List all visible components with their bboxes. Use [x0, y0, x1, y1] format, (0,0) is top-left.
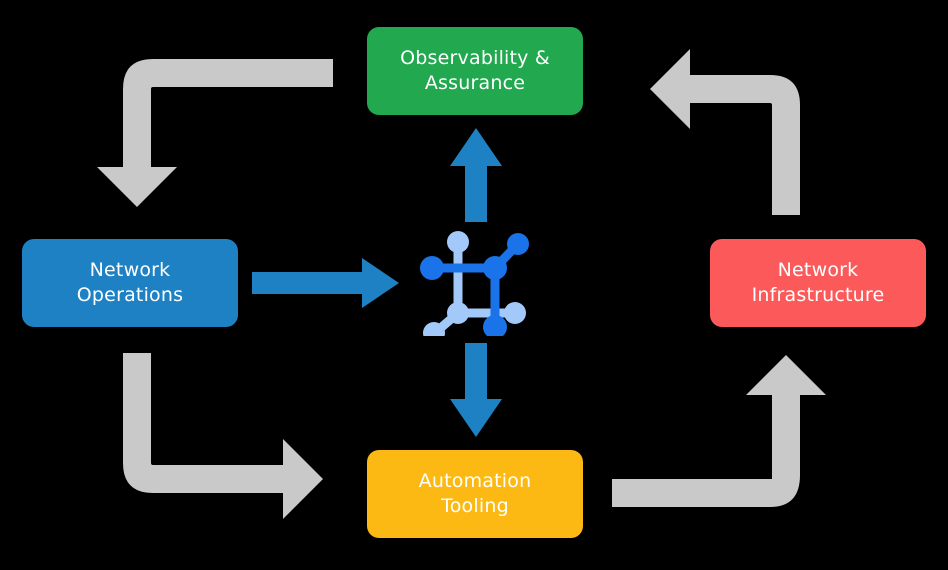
arrow-automation-to-infrastructure	[612, 355, 826, 507]
arrow-center-to-automation	[450, 343, 502, 437]
node-network-operations[interactable]: Network Operations	[22, 239, 238, 327]
arrow-center-to-observability	[450, 128, 502, 222]
node-observability-assurance[interactable]: Observability & Assurance	[367, 27, 583, 115]
arrow-infrastructure-to-observability	[650, 49, 800, 215]
topology-nodes-secondary	[423, 231, 526, 336]
arrow-operations-to-center	[252, 258, 399, 308]
node-automation-tooling[interactable]: Automation Tooling	[367, 450, 583, 538]
node-network-infrastructure[interactable]: Network Infrastructure	[710, 239, 926, 327]
node-automation-tooling-label: Automation Tooling	[418, 469, 532, 517]
node-observability-assurance-label: Observability & Assurance	[400, 46, 550, 94]
arrow-observability-to-operations	[97, 59, 333, 207]
topology-nodes-primary	[420, 233, 529, 336]
node-network-infrastructure-label: Network Infrastructure	[751, 258, 885, 306]
arrow-operations-to-automation	[123, 353, 323, 519]
network-topology-icon	[420, 231, 529, 336]
node-network-operations-label: Network Operations	[76, 258, 184, 306]
